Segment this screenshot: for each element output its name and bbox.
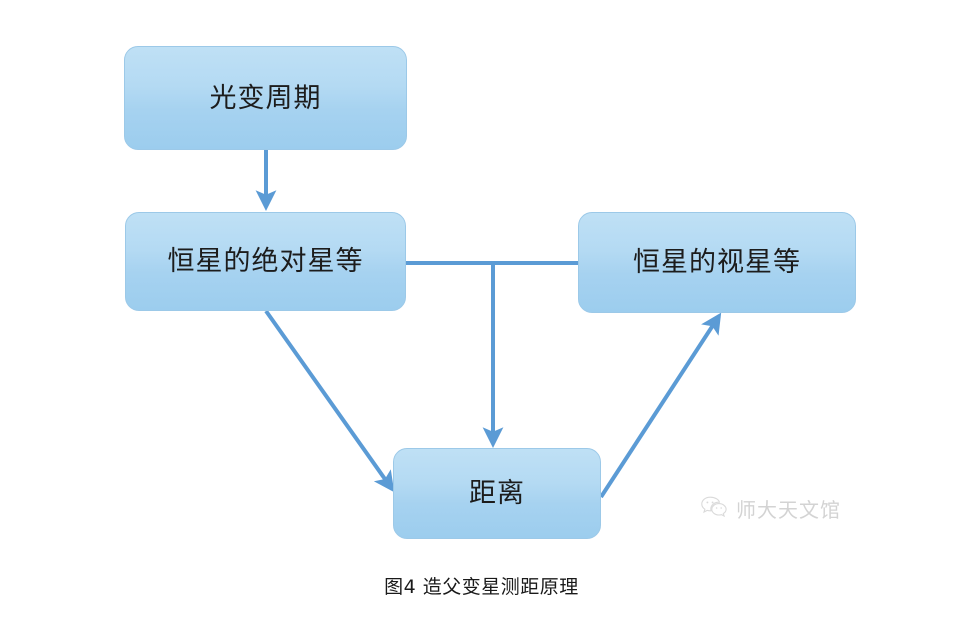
node-label: 恒星的绝对星等	[167, 246, 364, 277]
connector-distance-to-appmag	[599, 312, 722, 499]
node-apparent-magnitude[interactable]: 恒星的视星等	[578, 212, 856, 313]
figure-caption: 图4 造父变星测距原理	[384, 576, 579, 598]
node-label: 恒星的视星等	[633, 247, 801, 278]
connector-absmag-to-distance	[264, 309, 395, 493]
node-label: 光变周期	[209, 82, 322, 114]
node-label: 距离	[469, 478, 525, 509]
node-absolute-magnitude[interactable]: 恒星的绝对星等	[125, 212, 406, 311]
watermark: 师大天文馆	[701, 494, 841, 523]
watermark-text: 师大天文馆	[736, 498, 841, 522]
wechat-icon	[701, 496, 727, 522]
node-distance[interactable]: 距离	[393, 448, 601, 539]
node-light-variation-period[interactable]: 光变周期	[124, 46, 407, 150]
